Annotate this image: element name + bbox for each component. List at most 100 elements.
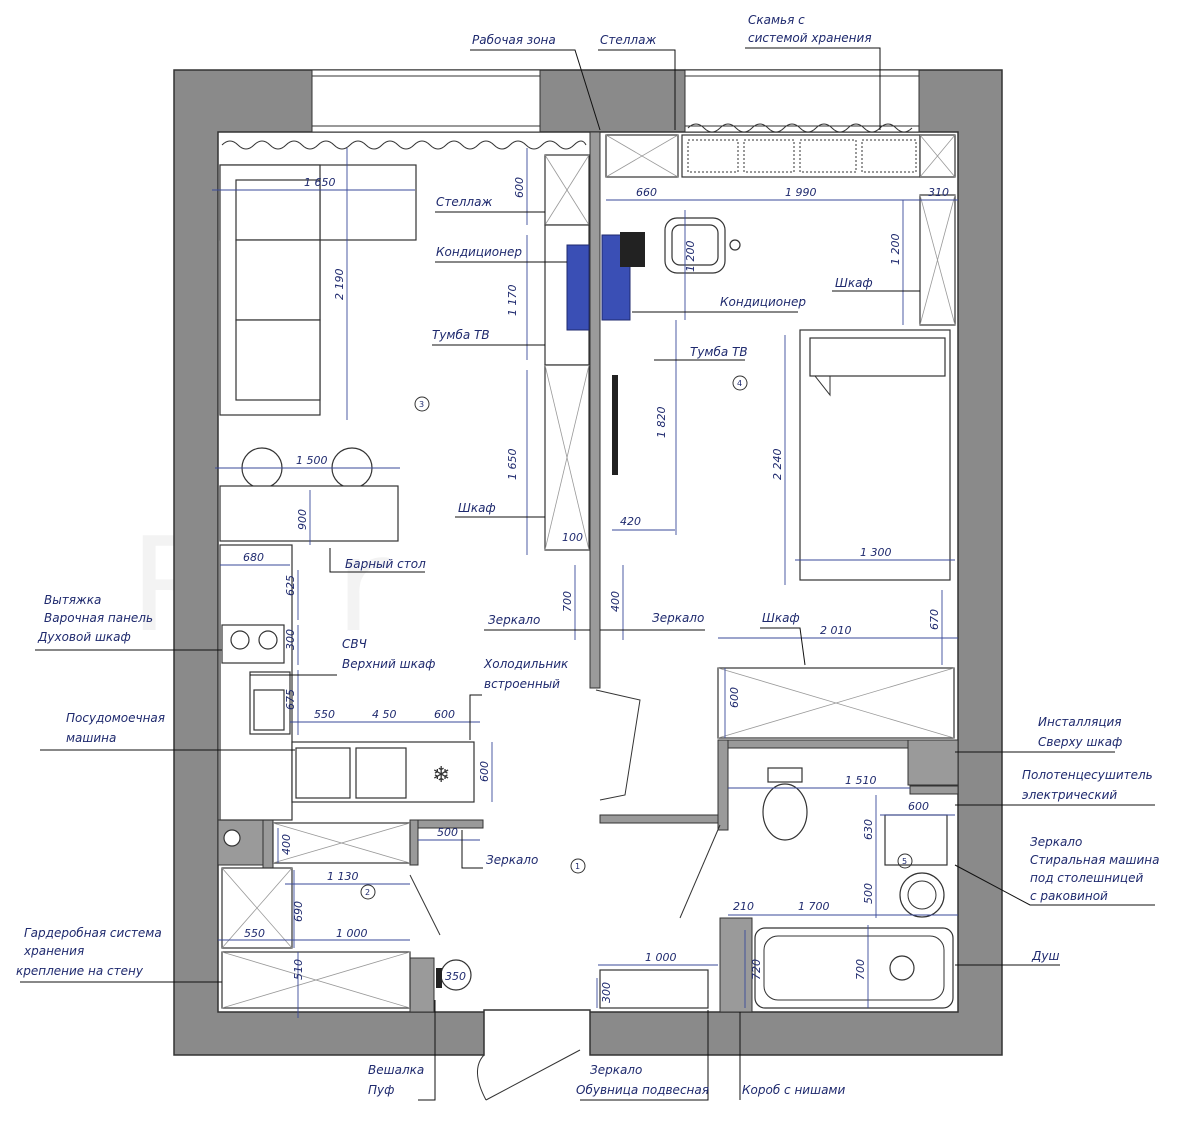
dim-675: 675	[284, 689, 297, 710]
label-wardrobe-mid: Шкаф	[458, 501, 496, 515]
dim-600-wardrobe: 600	[728, 687, 741, 708]
dim-300: 300	[284, 629, 297, 650]
dim-bed-width: 1 300	[860, 546, 892, 559]
label-hood-line1: Вытяжка	[44, 593, 101, 607]
dim-1700: 1 700	[798, 900, 830, 913]
sofa	[219, 164, 417, 416]
label-ac-right: Кондиционер	[720, 295, 806, 309]
label-mirror-wash-line1: Зеркало	[1030, 835, 1082, 849]
leader-lines	[20, 47, 1155, 1101]
dim-690: 690	[292, 901, 305, 922]
label-mirror-right: Зеркало	[652, 611, 704, 625]
dim-720: 720	[750, 959, 763, 980]
dim-625: 625	[284, 575, 297, 596]
dim-100: 100	[562, 531, 583, 544]
label-ac-left: Кондиционер	[436, 245, 522, 259]
label-towel-line2: электрический	[1022, 788, 1117, 802]
label-mirror-wash-line4: с раковиной	[1030, 889, 1108, 903]
label-wardrobe-bottom: Шкаф	[762, 611, 800, 625]
snowflake-icon: ❄	[432, 763, 450, 788]
dim-350: 350	[445, 970, 466, 983]
label-wardrobe-sys-line2: хранения	[23, 944, 84, 958]
dim-wardrobe-1200: 1 200	[889, 234, 902, 266]
dimension-texts: 1 650 2 190 600 660 1 990 310 1 200 1 20…	[243, 176, 949, 1003]
label-micro-line1: СВЧ	[342, 637, 367, 651]
dim-700-bath: 700	[854, 959, 867, 980]
label-mirror-hall: Зеркало	[486, 853, 538, 867]
label-mirror-wash-line3: под столешницей	[1030, 871, 1143, 885]
dim-600-top: 600	[513, 177, 526, 198]
dim-300-hall: 300	[600, 982, 613, 1003]
furniture: ❄	[219, 123, 956, 1101]
dim-600-kitchen: 600	[434, 708, 455, 721]
dim-2010: 2 010	[820, 624, 852, 637]
dim-chair-1200: 1 200	[684, 241, 697, 273]
dim-sofa-height: 2 190	[333, 269, 346, 301]
label-wardrobe-sys-line3: крепление на стену	[16, 964, 144, 978]
label-tv-left: Тумба ТВ	[432, 328, 490, 342]
label-install-line2: Сверху шкаф	[1038, 735, 1122, 749]
dim-1510: 1 510	[845, 774, 877, 787]
dim-660: 660	[636, 186, 657, 199]
dim-600-fridge: 600	[478, 761, 491, 782]
dim-510: 510	[292, 959, 305, 980]
dim-700: 700	[561, 591, 574, 612]
label-box: Короб с нишами	[742, 1083, 845, 1097]
dim-550: 550	[314, 708, 335, 721]
dim-1650: 1 650	[506, 449, 519, 481]
office-chair	[664, 217, 741, 274]
label-hood-line3: Духовой шкаф	[37, 630, 131, 644]
dim-2240: 2 240	[771, 449, 784, 481]
label-fridge-line1: Холодильник	[483, 657, 569, 671]
dim-1820: 1 820	[655, 407, 668, 439]
dim-500: 500	[437, 826, 458, 839]
storage-bench	[681, 134, 921, 178]
label-hood-line2: Варочная панель	[44, 611, 153, 625]
dim-670: 670	[928, 609, 941, 630]
room-markers: 3 4 1 2 5	[360, 375, 913, 900]
room-number-bedroom: 4	[737, 379, 742, 388]
dim-400: 400	[609, 591, 622, 612]
bar-counter	[219, 485, 399, 542]
labels: Рабочая зона Стеллаж Скамья с системой х…	[16, 13, 1160, 1097]
label-wardrobe-right: Шкаф	[835, 276, 873, 290]
label-bench-line1: Скамья с	[748, 13, 805, 27]
room-number-storage: 2	[365, 888, 370, 897]
dim-bar-1500: 1 500	[296, 454, 328, 467]
label-tv-right: Тумба ТВ	[690, 345, 748, 359]
air-conditioner-living	[566, 244, 590, 331]
dim-1990: 1 990	[785, 186, 817, 199]
bed	[799, 329, 951, 581]
dim-1130: 1 130	[327, 870, 359, 883]
room-number-bath: 5	[902, 857, 907, 866]
label-micro-line2: Верхний шкаф	[342, 657, 435, 671]
label-shoes-line1: Зеркало	[590, 1063, 642, 1077]
dim-210: 210	[733, 900, 754, 913]
label-shelf-mid: Стеллаж	[436, 195, 492, 209]
dim-450: 4 50	[372, 708, 397, 721]
dim-310: 310	[928, 186, 949, 199]
label-mirror-wash-line2: Стиральная машина	[1030, 853, 1160, 867]
dim-680: 680	[243, 551, 264, 564]
label-shoes-line2: Обувница подвесная	[576, 1083, 709, 1097]
toilet	[762, 767, 808, 841]
room-number-living: 3	[419, 400, 424, 409]
label-install-line1: Инсталляция	[1038, 715, 1122, 729]
dim-1170: 1 170	[506, 285, 519, 317]
label-hanger-line1: Вешалка	[368, 1063, 424, 1077]
label-work-zone: Рабочая зона	[472, 33, 556, 47]
label-dishwasher-line1: Посудомоечная	[66, 711, 165, 725]
label-mirror-left: Зеркало	[488, 613, 540, 627]
label-bar: Барный стол	[345, 557, 426, 571]
label-hanger-line2: Пуф	[368, 1083, 394, 1097]
walls	[173, 69, 1003, 1056]
dim-sofa-width: 1 650	[304, 176, 336, 189]
label-fridge-line2: встроенный	[484, 677, 560, 691]
label-shelf-top: Стеллаж	[600, 33, 656, 47]
dim-500-bath: 500	[862, 883, 875, 904]
dim-550-storage: 550	[244, 927, 265, 940]
room-number-hall: 1	[575, 862, 580, 871]
dim-630: 630	[862, 819, 875, 840]
label-dishwasher-line2: машина	[66, 731, 116, 745]
